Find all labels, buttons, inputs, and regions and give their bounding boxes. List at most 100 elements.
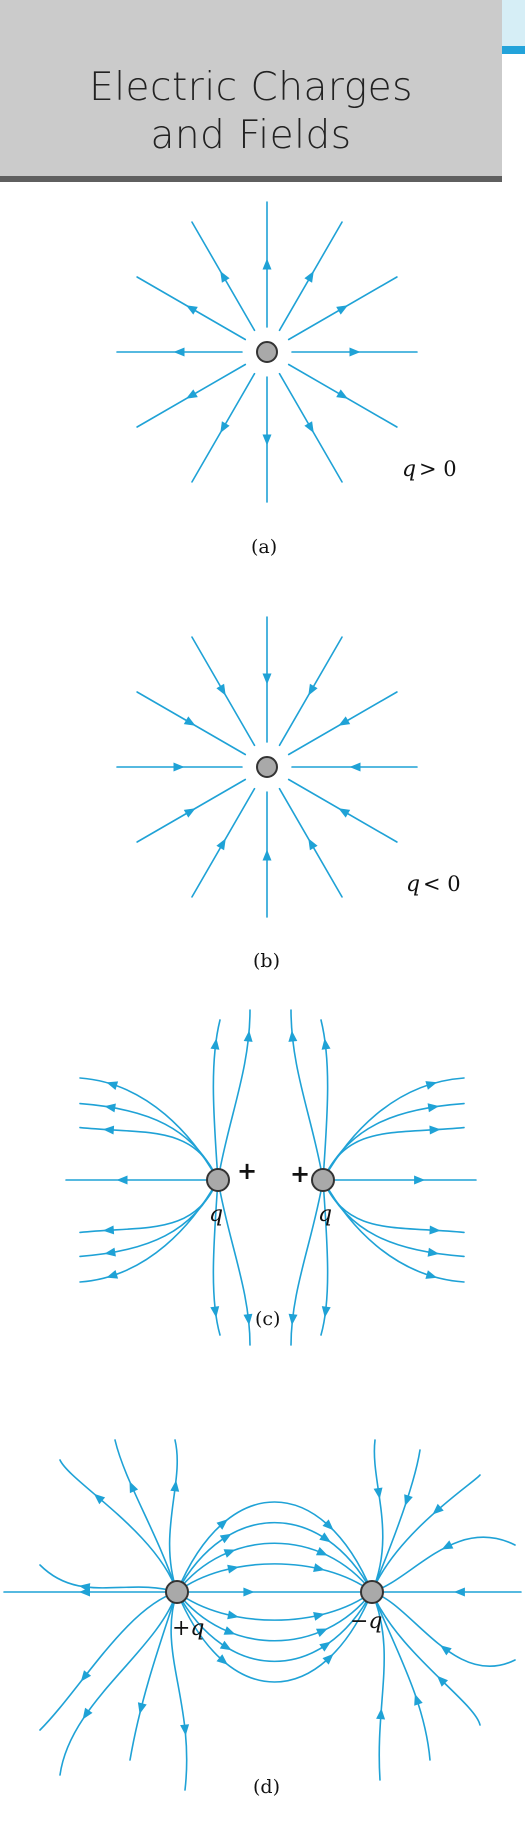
figure-d-arrow bbox=[216, 1519, 228, 1530]
figure-a-arrow bbox=[220, 271, 230, 283]
corner-tab-bar bbox=[502, 46, 525, 54]
figure-c-arrow bbox=[102, 1125, 115, 1135]
figure-a-arrow bbox=[349, 347, 361, 357]
figure-d-arrow bbox=[227, 1564, 239, 1574]
chapter-title-line-2: and Fields bbox=[150, 113, 352, 158]
figure-d-arrow bbox=[313, 1612, 325, 1621]
figure-c-arrow bbox=[116, 1175, 128, 1185]
figure-d-field-line bbox=[176, 1591, 373, 1663]
figure-c-arrow bbox=[106, 1081, 119, 1090]
figure-c-field-line bbox=[322, 1102, 465, 1181]
corner-tab bbox=[502, 0, 525, 46]
figure-a-caption: (a) bbox=[251, 536, 277, 558]
figure-d-field-line bbox=[39, 1591, 178, 1731]
figure-d-field-line bbox=[176, 1591, 373, 1642]
figure-b-negative-charge: q < 0 (b) bbox=[116, 616, 461, 972]
figure-d-arrow bbox=[170, 1480, 180, 1492]
figure-c-arrow bbox=[288, 1313, 298, 1326]
figure-b-condition: < 0 bbox=[423, 872, 461, 896]
figure-d-arrow bbox=[227, 1610, 239, 1620]
figure-a-charge bbox=[256, 341, 278, 363]
figure-d-arrow bbox=[219, 1533, 232, 1544]
figure-b-arrow bbox=[216, 683, 226, 696]
figure-d-field-line bbox=[176, 1591, 373, 1683]
figure-d-arrow bbox=[322, 1653, 334, 1665]
figure-d-field-line bbox=[168, 1439, 179, 1593]
figure-c-arrow bbox=[427, 1103, 440, 1113]
figure-b-arrow bbox=[173, 762, 185, 772]
figure-c-field-line bbox=[320, 1179, 329, 1336]
figure-c-left-charge bbox=[206, 1168, 230, 1192]
figure-c-field-line bbox=[79, 1179, 219, 1258]
figure-b-arrow bbox=[183, 716, 196, 726]
figure-c-arrow bbox=[102, 1225, 115, 1235]
figure-c-arrow bbox=[210, 1038, 220, 1050]
figure-c-left-label: q bbox=[209, 1202, 223, 1227]
figure-d-arrow bbox=[404, 1494, 413, 1506]
figure-a-arrow bbox=[304, 271, 314, 283]
figure-c-field-line bbox=[79, 1126, 219, 1181]
figure-d-field-lines bbox=[3, 1439, 522, 1791]
figure-d-arrow bbox=[373, 1487, 383, 1499]
figure-d-arrow bbox=[414, 1693, 423, 1706]
figure-c-arrow bbox=[210, 1306, 220, 1318]
figure-d-field-line bbox=[129, 1591, 178, 1761]
figure-c-left-sign: + bbox=[237, 1157, 257, 1185]
figure-c-field-line bbox=[79, 1077, 219, 1181]
figure-c-caption: (c) bbox=[255, 1308, 280, 1330]
figure-d-field-line bbox=[371, 1536, 516, 1593]
figure-b-arrow bbox=[338, 808, 351, 818]
figure-c-field-line bbox=[212, 1019, 221, 1181]
figure-c-arrow bbox=[321, 1306, 331, 1318]
figure-c-arrow bbox=[104, 1247, 116, 1257]
figure-c-field-line bbox=[212, 1179, 221, 1336]
figure-c-field-line bbox=[290, 1179, 324, 1346]
figure-a-arrow bbox=[186, 389, 198, 399]
figure-c-field-line bbox=[322, 1179, 465, 1234]
figure-d-field-line bbox=[39, 1564, 178, 1593]
figure-c-field-line bbox=[322, 1179, 465, 1258]
figure-a-arrow bbox=[336, 389, 348, 399]
figure-c-arrow bbox=[288, 1030, 298, 1042]
figure-d-dipole: +q −q (d) bbox=[3, 1439, 522, 1798]
figure-d-arrow bbox=[78, 1583, 91, 1592]
figure-c-arrow bbox=[414, 1175, 426, 1185]
chapter-header-rule bbox=[0, 176, 502, 182]
figure-a-arrow bbox=[220, 421, 230, 433]
figure-b-q: q bbox=[406, 872, 420, 897]
figure-a-arrow bbox=[262, 434, 272, 446]
figure-d-arrow bbox=[216, 1654, 228, 1665]
figure-d-arrow bbox=[223, 1626, 236, 1635]
figure-c-field-line bbox=[217, 1009, 251, 1181]
figure-d-field-line bbox=[371, 1591, 481, 1726]
figure-d-arrow bbox=[82, 1707, 93, 1720]
figure-c-field-line bbox=[320, 1019, 329, 1181]
figure-d-field-line bbox=[176, 1501, 373, 1593]
figure-a-arrow bbox=[336, 305, 348, 315]
figure-a-arrow bbox=[262, 258, 272, 270]
figure-c-field-line bbox=[322, 1077, 465, 1181]
figure-c-arrow bbox=[321, 1038, 331, 1050]
figure-c-arrow bbox=[425, 1081, 438, 1090]
figure-c-arrow bbox=[429, 1225, 441, 1235]
figure-b-charge bbox=[256, 756, 278, 778]
figure-d-arrow bbox=[437, 1675, 448, 1687]
figure-d-arrow bbox=[441, 1540, 454, 1550]
figure-d-negative-label: −q bbox=[350, 1609, 383, 1634]
figure-a-field-lines bbox=[116, 201, 418, 503]
figure-d-arrow bbox=[319, 1641, 331, 1652]
chapter-header-band bbox=[0, 0, 502, 176]
figure-a-arrow bbox=[173, 347, 185, 357]
figure-c-field-lines bbox=[65, 1009, 477, 1346]
figure-c-field-line bbox=[322, 1179, 465, 1283]
figure-b-arrow bbox=[308, 683, 318, 696]
figure-d-arrow bbox=[223, 1549, 236, 1558]
figure-d-arrow bbox=[319, 1532, 331, 1543]
figure-c-right-sign: + bbox=[290, 1160, 310, 1188]
figure-c-arrow bbox=[243, 1030, 253, 1042]
figure-d-arrow bbox=[316, 1628, 328, 1637]
figure-c-arrow bbox=[106, 1270, 119, 1279]
figure-b-arrow bbox=[262, 673, 272, 685]
figure-d-arrow bbox=[180, 1724, 190, 1736]
